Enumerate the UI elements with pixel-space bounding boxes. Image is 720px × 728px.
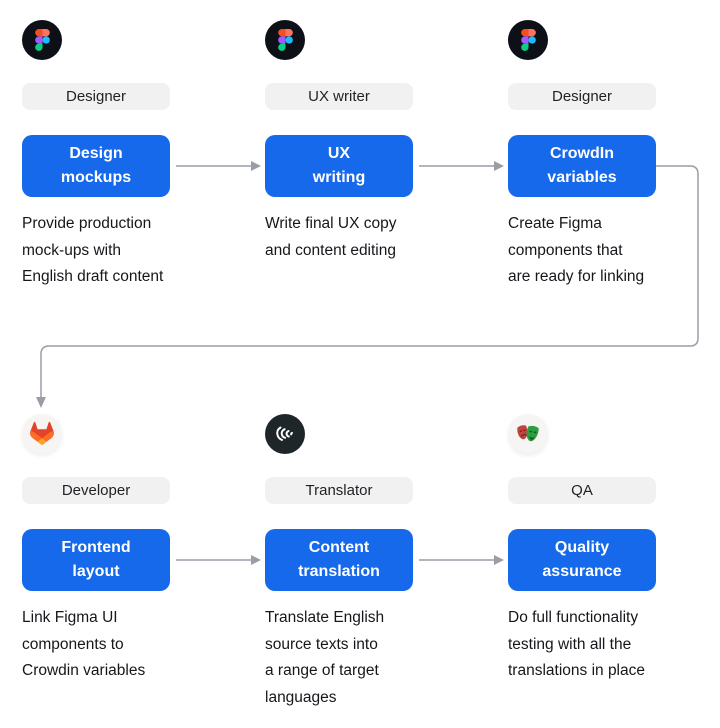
step-ux-writing: UX writer UX writing Write final UX copy… <box>265 20 505 264</box>
role-label: Designer <box>551 88 613 105</box>
arrowhead-down <box>36 397 46 408</box>
role-pill: Developer <box>22 477 170 504</box>
step-design-mockups: Designer Design mockups Provide producti… <box>22 20 262 291</box>
action-node-content-translation: Content translation <box>265 529 413 591</box>
action-node-quality-assurance: Quality assurance <box>508 529 656 591</box>
action-label: Content translation <box>298 539 380 580</box>
role-label: QA <box>571 482 593 499</box>
step-description: Link Figma UI components to Crowdin vari… <box>22 609 146 679</box>
step-description: Create Figma components that are ready f… <box>508 215 645 285</box>
step-description: Write final UX copy and content editing <box>265 215 397 259</box>
figma-icon <box>508 20 548 60</box>
step-crowdin-variables: Designer CrowdIn variables Create Figma … <box>508 20 720 291</box>
action-node-ux-writing: UX writing <box>265 135 413 197</box>
gitlab-icon <box>22 414 62 454</box>
step-quality-assurance: QA Quality assurance Do full functionali… <box>508 414 720 685</box>
action-node-crowdin-variables: CrowdIn variables <box>508 135 656 197</box>
action-label: UX writing <box>312 145 366 186</box>
action-node-design-mockups: Design mockups <box>22 135 170 197</box>
action-label: Design mockups <box>60 145 132 186</box>
crowdin-icon <box>265 414 305 454</box>
role-pill: Designer <box>22 83 170 110</box>
step-frontend-layout: Developer Frontend layout Link Figma UI … <box>22 414 262 685</box>
figma-icon <box>22 20 62 60</box>
step-description: Do full functionality testing with all t… <box>508 609 645 679</box>
role-pill: QA <box>508 477 656 504</box>
action-label: Quality assurance <box>542 539 622 580</box>
role-pill: UX writer <box>265 83 413 110</box>
step-description: Provide production mock-ups with English… <box>22 215 164 285</box>
action-label: CrowdIn variables <box>547 145 617 186</box>
action-node-frontend-layout: Frontend layout <box>22 529 170 591</box>
role-label: Designer <box>65 88 127 105</box>
figma-icon <box>265 20 305 60</box>
role-pill: Designer <box>508 83 656 110</box>
step-description: Translate English source texts into a ra… <box>265 609 385 706</box>
role-label: Developer <box>61 482 131 499</box>
step-content-translation: Translator Content translation Translate… <box>265 414 505 711</box>
role-label: UX writer <box>308 88 370 105</box>
masks-icon <box>508 414 548 454</box>
role-pill: Translator <box>265 477 413 504</box>
role-label: Translator <box>305 482 373 499</box>
action-label: Frontend layout <box>61 539 131 580</box>
